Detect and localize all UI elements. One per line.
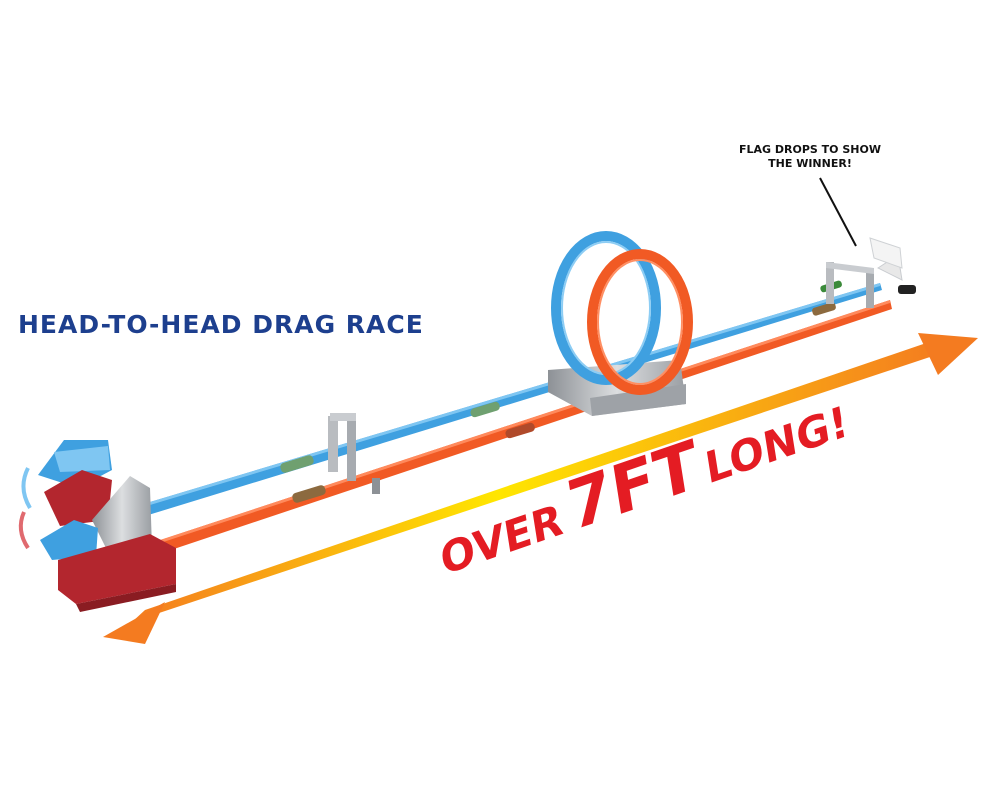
checkered-flag-icon: [869, 237, 903, 269]
track-loops: [551, 231, 693, 395]
race-cars: [280, 280, 916, 503]
headline: HEAD-TO-HEAD DRAG RACE: [18, 310, 424, 339]
double-headed-arrow-icon: [103, 333, 978, 644]
callout-line-1: FLAG DROPS TO SHOW: [739, 143, 881, 156]
callout-leader-line: [819, 177, 857, 247]
track-support-middle: [328, 413, 380, 494]
flag-callout: FLAG DROPS TO SHOW THE WINNER!: [730, 143, 890, 171]
callout-line-2: THE WINNER!: [768, 157, 852, 170]
launcher: [18, 440, 176, 612]
blue-track: [130, 283, 882, 520]
